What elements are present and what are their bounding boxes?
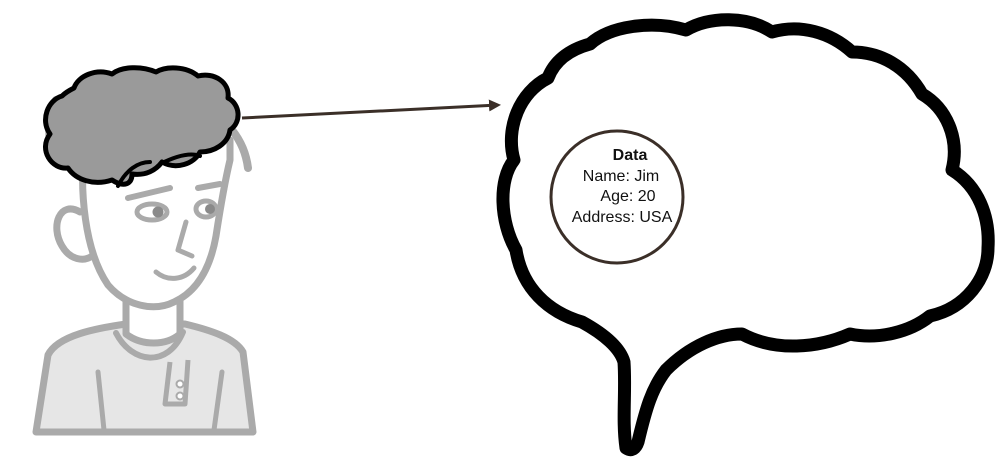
shirt-placket [162, 359, 191, 407]
shirt-fold [211, 369, 225, 433]
eyebrow [125, 185, 173, 201]
brain-icon [496, 13, 995, 457]
memory-field-address: Address: USA [572, 209, 673, 226]
shirt-collar [113, 329, 186, 361]
eyebrow [195, 181, 223, 191]
person-illustration-icon [32, 65, 257, 436]
ear [53, 205, 96, 263]
hair-bangs [116, 152, 202, 188]
shirt-button [175, 391, 185, 401]
memory-field-name: Name: Jim [583, 168, 659, 185]
shirt-fold [95, 369, 107, 433]
memory-field-age: Age: 20 [600, 188, 655, 205]
memory-title: Data [613, 147, 648, 164]
nose [175, 219, 195, 259]
memory-bubble: Data Name: Jim Age: 20 Address: USA [549, 129, 685, 265]
eye-pupil [152, 206, 164, 218]
arrow-right-icon [241, 99, 501, 120]
memory-circle [549, 129, 685, 265]
shirt-button [175, 379, 185, 389]
eye-pupil [205, 204, 215, 214]
mouth [153, 265, 197, 281]
